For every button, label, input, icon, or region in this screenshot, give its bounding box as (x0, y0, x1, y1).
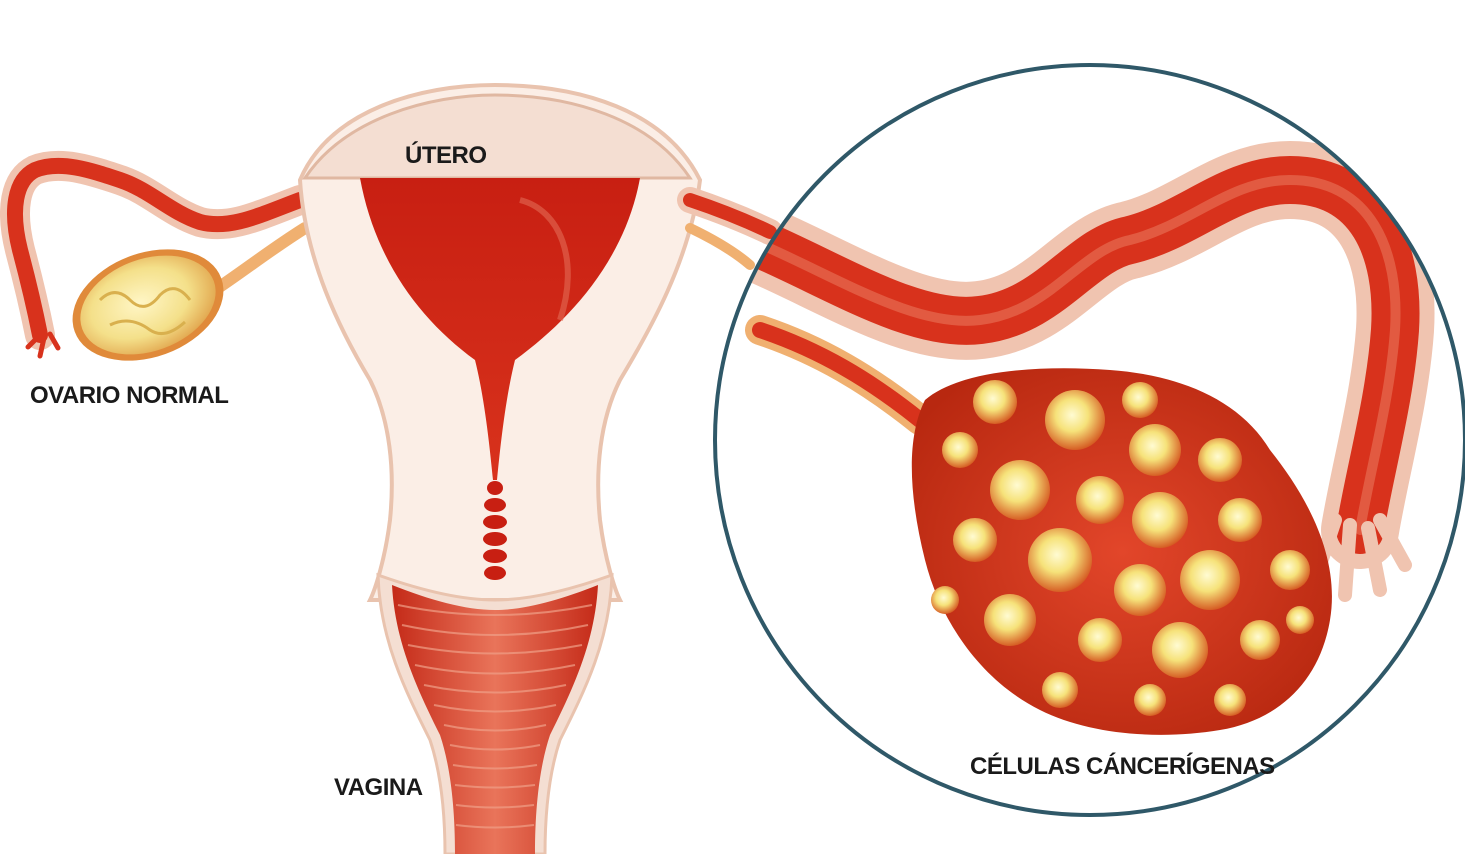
label-celulas-cancerigenas: CÉLULAS CÁNCERÍGENAS (970, 755, 1275, 779)
vagina (378, 575, 612, 854)
uterus (300, 85, 700, 600)
label-vagina: VAGINA (334, 776, 423, 800)
label-utero: ÚTERO (405, 144, 487, 168)
label-ovario-normal: OVARIO NORMAL (30, 384, 228, 408)
right-tube-connection (690, 200, 770, 265)
magnified-region (700, 60, 1465, 854)
normal-ovary (57, 229, 239, 380)
